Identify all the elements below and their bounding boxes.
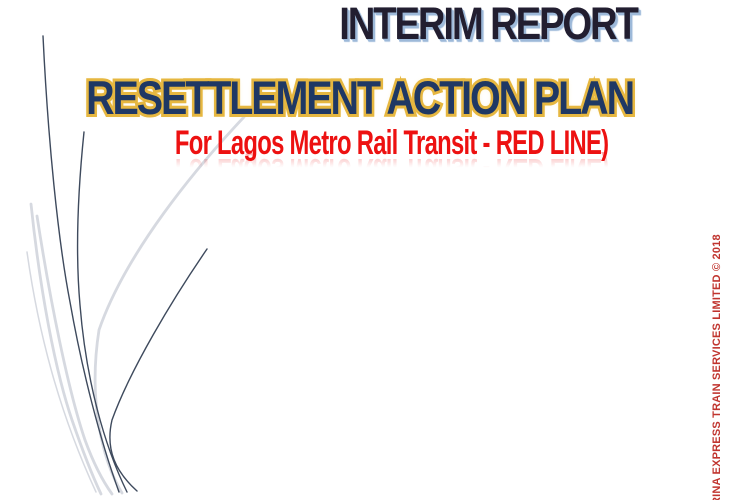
swoosh-dark-curves [42, 35, 208, 493]
swoosh-light-curves [26, 115, 246, 496]
interim-report-heading: INTERIM REPORT [0, 1, 750, 46]
subtitle-text: For Lagos Metro Rail Transit - RED LINE) [175, 124, 609, 162]
main-title: RESETTLEMENT ACTION PLAN RESETTLEMENT AC… [84, 71, 638, 124]
vertical-company-footer: RINA EXPRESS TRAIN SERVICES LIMITED © 20… [711, 234, 723, 500]
main-title-heading: RESETTLEMENT ACTION PLAN RESETTLEMENT AC… [0, 71, 750, 124]
main-title-text: RESETTLEMENT ACTION PLAN [86, 71, 636, 124]
main-title-gold-outline: RESETTLEMENT ACTION PLAN [84, 71, 638, 124]
subtitle-heading: For Lagos Metro Rail Transit - RED LINE) [0, 124, 750, 162]
interim-report-title: INTERIM REPORT [339, 0, 639, 49]
